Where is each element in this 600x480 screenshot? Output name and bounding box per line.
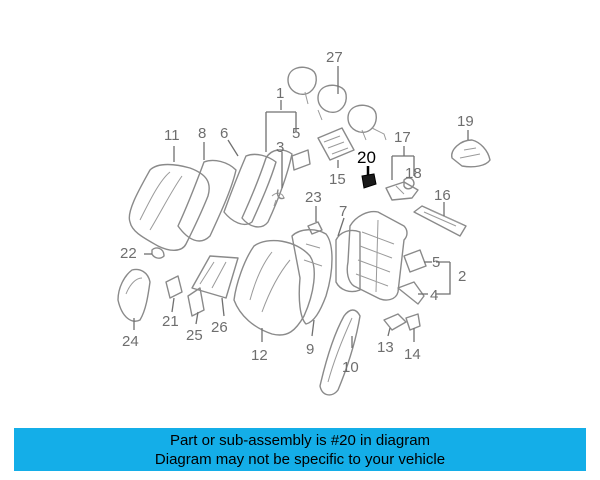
callout-27: 27 (326, 49, 343, 66)
cover-part-19 (451, 139, 491, 168)
trim-strip-part-10 (319, 309, 361, 396)
callout-6: 6 (220, 125, 228, 142)
callout-26: 26 (211, 319, 228, 336)
banner-line-2: Diagram may not be specific to your vehi… (154, 451, 446, 468)
pad-part-5-lower (403, 249, 427, 273)
callout-23: 23 (305, 189, 322, 206)
bracket-part-13 (383, 313, 407, 331)
callout-15: 15 (329, 171, 346, 188)
callout-1: 1 (276, 85, 284, 102)
seat-back-frame-part-8 (177, 159, 237, 242)
clip-part-18 (403, 177, 415, 190)
callout-5-lower: 5 (432, 254, 440, 271)
highlighted-part-20 (361, 166, 377, 189)
seat-back-cushion-part-12 (233, 239, 315, 336)
seat-back-pad-part-6 (223, 153, 277, 226)
callout-4: 4 (430, 287, 438, 304)
seat-frame-part-7 (335, 229, 361, 293)
callout-18: 18 (405, 165, 422, 182)
seat-back-cushion-part-11 (128, 163, 210, 251)
callout-11: 11 (164, 127, 180, 144)
callout-19: 19 (457, 113, 474, 130)
bracket-part-17 (385, 181, 419, 201)
callout-9: 9 (306, 341, 314, 358)
callout-14: 14 (404, 346, 421, 363)
bracket-part-4 (397, 281, 425, 305)
callout-10: 10 (342, 359, 359, 376)
callout-8: 8 (198, 125, 206, 142)
callout-20: 20 (357, 148, 376, 167)
clip-part-23 (307, 221, 323, 235)
banner-line-1: Part or sub-assembly is #20 in diagram (169, 432, 431, 449)
latch-part-25 (187, 287, 205, 317)
seat-back-frame-part-2 (346, 210, 408, 301)
clip-part-14 (405, 313, 421, 331)
callout-5-upper: 5 (292, 125, 300, 142)
pad-part-5-upper (291, 149, 311, 171)
callout-2: 2 (458, 268, 466, 285)
info-banner: Part or sub-assembly is #20 in diagram D… (14, 428, 586, 471)
control-panel-part-15 (317, 127, 355, 161)
callout-7: 7 (339, 203, 347, 220)
callout-17: 17 (394, 129, 411, 146)
callout-12: 12 (251, 347, 268, 364)
clip-part-22 (151, 247, 165, 259)
seat-back-bracket-part-1 (241, 149, 293, 228)
callout-25: 25 (186, 327, 203, 344)
lumbar-panel-part-16 (413, 205, 467, 237)
clip-part-21 (165, 275, 183, 299)
headrests-part-27 (287, 66, 387, 141)
seat-back-frame-part-9 (291, 229, 333, 325)
callout-24: 24 (122, 333, 139, 350)
side-panel-part-24 (117, 268, 151, 322)
callout-3: 3 (276, 139, 284, 156)
callout-22: 22 (120, 245, 137, 262)
parts-diagram: 1 2 3 4 5 5 6 7 8 9 10 11 12 13 14 15 16… (117, 49, 491, 396)
callout-21: 21 (162, 313, 179, 330)
pin-part-3 (276, 189, 285, 200)
callout-16: 16 (434, 187, 451, 204)
callout-13: 13 (377, 339, 394, 356)
rail-part-26 (191, 255, 239, 299)
